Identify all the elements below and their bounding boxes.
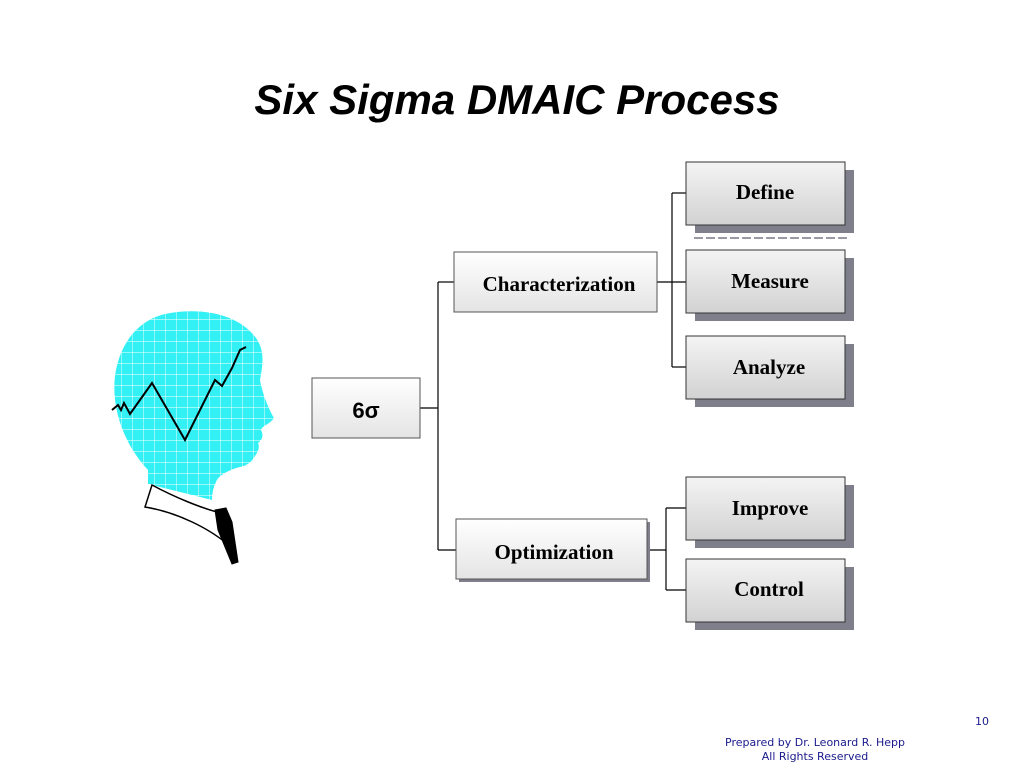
footer-author: Prepared by Dr. Leonard R. Hepp	[725, 736, 905, 749]
step-label-improve: Improve	[732, 496, 809, 520]
phase-label-characterization: Characterization	[483, 272, 636, 296]
root-label: 6σ	[352, 398, 379, 423]
step-improve: Improve	[685, 476, 854, 548]
step-control: Control	[685, 558, 854, 630]
step-label-analyze: Analyze	[733, 355, 805, 379]
tie	[214, 507, 239, 565]
step-label-control: Control	[734, 577, 804, 601]
footer: Prepared by Dr. Leonard R. Hepp All Righ…	[700, 736, 930, 764]
phase-characterization: Characterization	[453, 251, 658, 313]
phase-optimization: Optimization	[455, 518, 650, 582]
footer-rights: All Rights Reserved	[761, 750, 869, 763]
phase-label-optimization: Optimization	[495, 540, 614, 564]
step-define: Define	[685, 161, 854, 239]
step-analyze: Analyze	[685, 335, 854, 407]
head-silhouette	[114, 311, 274, 500]
step-label-measure: Measure	[731, 269, 809, 293]
head-profile-with-chart-icon	[111, 311, 274, 565]
page-number: 10	[975, 715, 989, 728]
step-measure: Measure	[685, 249, 854, 321]
root-node: 6σ	[311, 377, 421, 439]
slide-title: Six Sigma DMAIC Process	[254, 76, 780, 123]
step-label-define: Define	[736, 180, 794, 204]
chart-line	[111, 346, 247, 443]
connectors	[420, 192, 686, 591]
